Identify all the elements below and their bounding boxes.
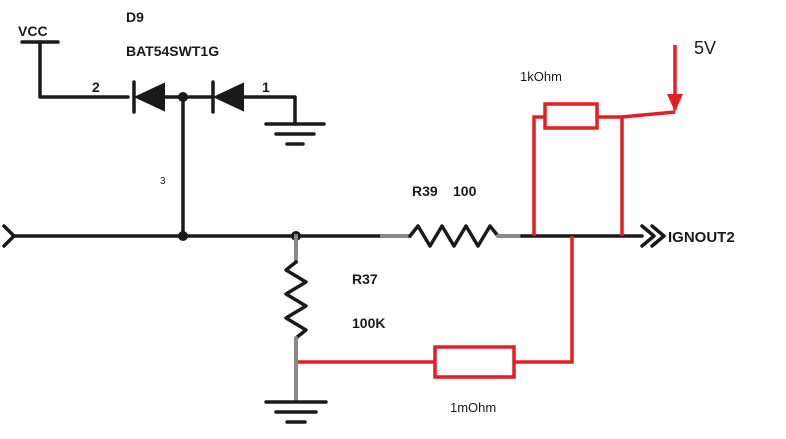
r39-ref-label: R39 — [412, 183, 438, 199]
ignout-net-label: IGNOUT2 — [668, 229, 735, 246]
pullup-value-label: 1kOhm — [520, 69, 562, 84]
pullup-resistor-symbol — [543, 102, 599, 130]
diode-left-symbol — [132, 80, 165, 114]
pin2-label: 2 — [92, 79, 100, 95]
diode-part-label: BAT54SWT1G — [126, 43, 219, 59]
bus-node-diode — [178, 231, 188, 241]
supply-5v-label: 5V — [694, 38, 716, 58]
r37-resistor-symbol — [284, 260, 308, 340]
vcc-label: VCC — [18, 23, 48, 39]
pin1-label: 1 — [262, 79, 270, 95]
supply-5v-arrowhead-icon — [667, 94, 683, 112]
r39-resistor-symbol — [408, 224, 500, 248]
net-flag-chevron-2-icon — [650, 224, 666, 248]
pin3-label: 3 — [160, 176, 166, 187]
net-flag-chevron-1-icon — [640, 224, 656, 248]
pulldown-resistor-symbol — [433, 345, 516, 379]
r37-ref-label: R37 — [352, 271, 378, 287]
pulldown-value-label: 1mOhm — [450, 400, 496, 415]
ground-symbol-bottom — [264, 400, 328, 424]
pullup-wire-right — [597, 115, 624, 236]
diode-ground-wire — [241, 95, 297, 126]
pullup-wire-to-5v — [621, 110, 676, 119]
pulldown-wire-right — [514, 236, 574, 364]
diode-ref-label: D9 — [126, 9, 144, 25]
left-arrow-icon — [2, 224, 16, 248]
r39-value-label: 100 — [453, 183, 477, 199]
pullup-wire-left — [532, 115, 545, 236]
ground-symbol-top — [264, 122, 326, 146]
vcc-wire — [38, 40, 130, 99]
diode-right-symbol — [211, 80, 244, 114]
r37-value-label: 100K — [352, 315, 385, 331]
